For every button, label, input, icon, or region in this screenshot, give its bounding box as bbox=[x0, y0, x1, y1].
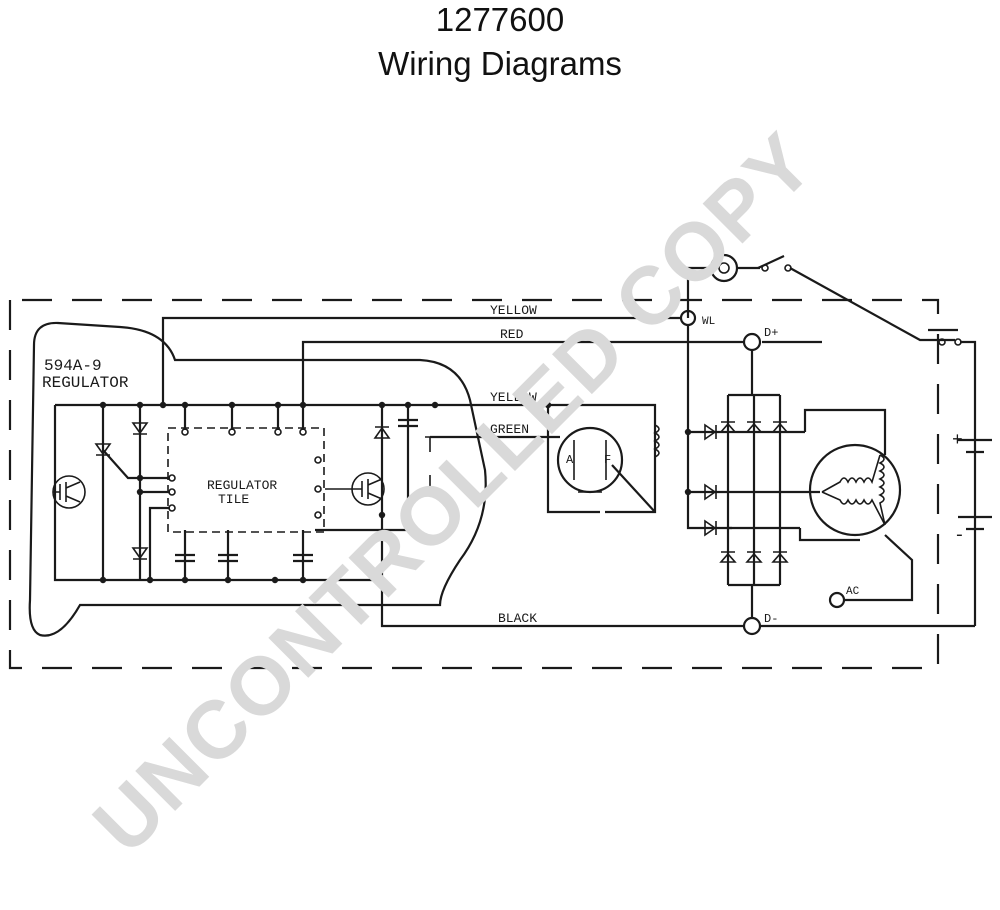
capacitor-4 bbox=[293, 553, 313, 563]
tile-pins bbox=[168, 428, 322, 519]
tile-label-1: REGULATOR bbox=[207, 478, 277, 493]
wire-label-green: GREEN bbox=[490, 422, 529, 437]
alternator-boundary bbox=[8, 298, 940, 670]
regulator-model: 594A-9 bbox=[44, 357, 102, 375]
battery-plus: + bbox=[952, 431, 963, 451]
capacitor-1 bbox=[398, 418, 418, 428]
wire-label-red: RED bbox=[500, 327, 524, 342]
diagram-title: Wiring Diagrams bbox=[378, 45, 622, 82]
diode-reg-2 bbox=[131, 422, 149, 435]
d-minus-label: D- bbox=[764, 612, 778, 626]
yellow-mid-wire bbox=[435, 403, 600, 514]
tile-bottom-leads bbox=[183, 530, 305, 580]
diode-reg-1 bbox=[94, 443, 112, 456]
stator bbox=[808, 443, 902, 537]
field-a-label: A bbox=[566, 453, 574, 467]
warning-lamp-wiring bbox=[686, 266, 930, 342]
cap-rail bbox=[315, 405, 410, 532]
ignition-switch bbox=[757, 255, 785, 269]
d-plus-terminal[interactable] bbox=[742, 332, 762, 352]
watermark: UNCONTROLLED COPY bbox=[76, 116, 831, 871]
battery-minus: - bbox=[954, 526, 965, 546]
tile-label-2: TILE bbox=[218, 492, 249, 507]
wl-label: WL bbox=[702, 316, 715, 328]
field-coil bbox=[653, 424, 660, 458]
part-number: 1277600 bbox=[435, 1, 565, 38]
tile-left-leads bbox=[102, 449, 170, 580]
capacitor-2 bbox=[175, 553, 195, 563]
tile-top-leads bbox=[183, 405, 280, 430]
ac-label: AC bbox=[846, 586, 860, 598]
regulator-outline bbox=[28, 321, 487, 637]
wire-label-black: BLACK bbox=[498, 611, 537, 626]
field-f-label: F bbox=[604, 453, 611, 467]
black-wire bbox=[380, 580, 975, 628]
stator-windings bbox=[821, 454, 886, 526]
d-minus-terminal[interactable] bbox=[742, 616, 762, 636]
red-wire bbox=[301, 340, 745, 430]
regulator-label: REGULATOR bbox=[42, 374, 129, 392]
d-plus-label: D+ bbox=[764, 326, 778, 340]
warning-lamp bbox=[709, 253, 739, 283]
wire-label-yellow-mid: YELLOW bbox=[490, 390, 537, 405]
yellow-top-wire bbox=[161, 316, 680, 405]
rectifier-bridge bbox=[726, 393, 782, 587]
wire-label-yellow-top: YELLOW bbox=[490, 303, 537, 318]
key-switch bbox=[928, 328, 958, 342]
diode-reg-4 bbox=[373, 426, 391, 439]
battery bbox=[958, 438, 992, 531]
ac-terminal[interactable] bbox=[828, 591, 846, 609]
regulator-tile bbox=[167, 427, 325, 533]
field-loop bbox=[548, 403, 657, 514]
diode-reg-3 bbox=[131, 547, 149, 560]
battery-positive-lead bbox=[960, 340, 977, 626]
capacitor-3 bbox=[218, 553, 238, 563]
